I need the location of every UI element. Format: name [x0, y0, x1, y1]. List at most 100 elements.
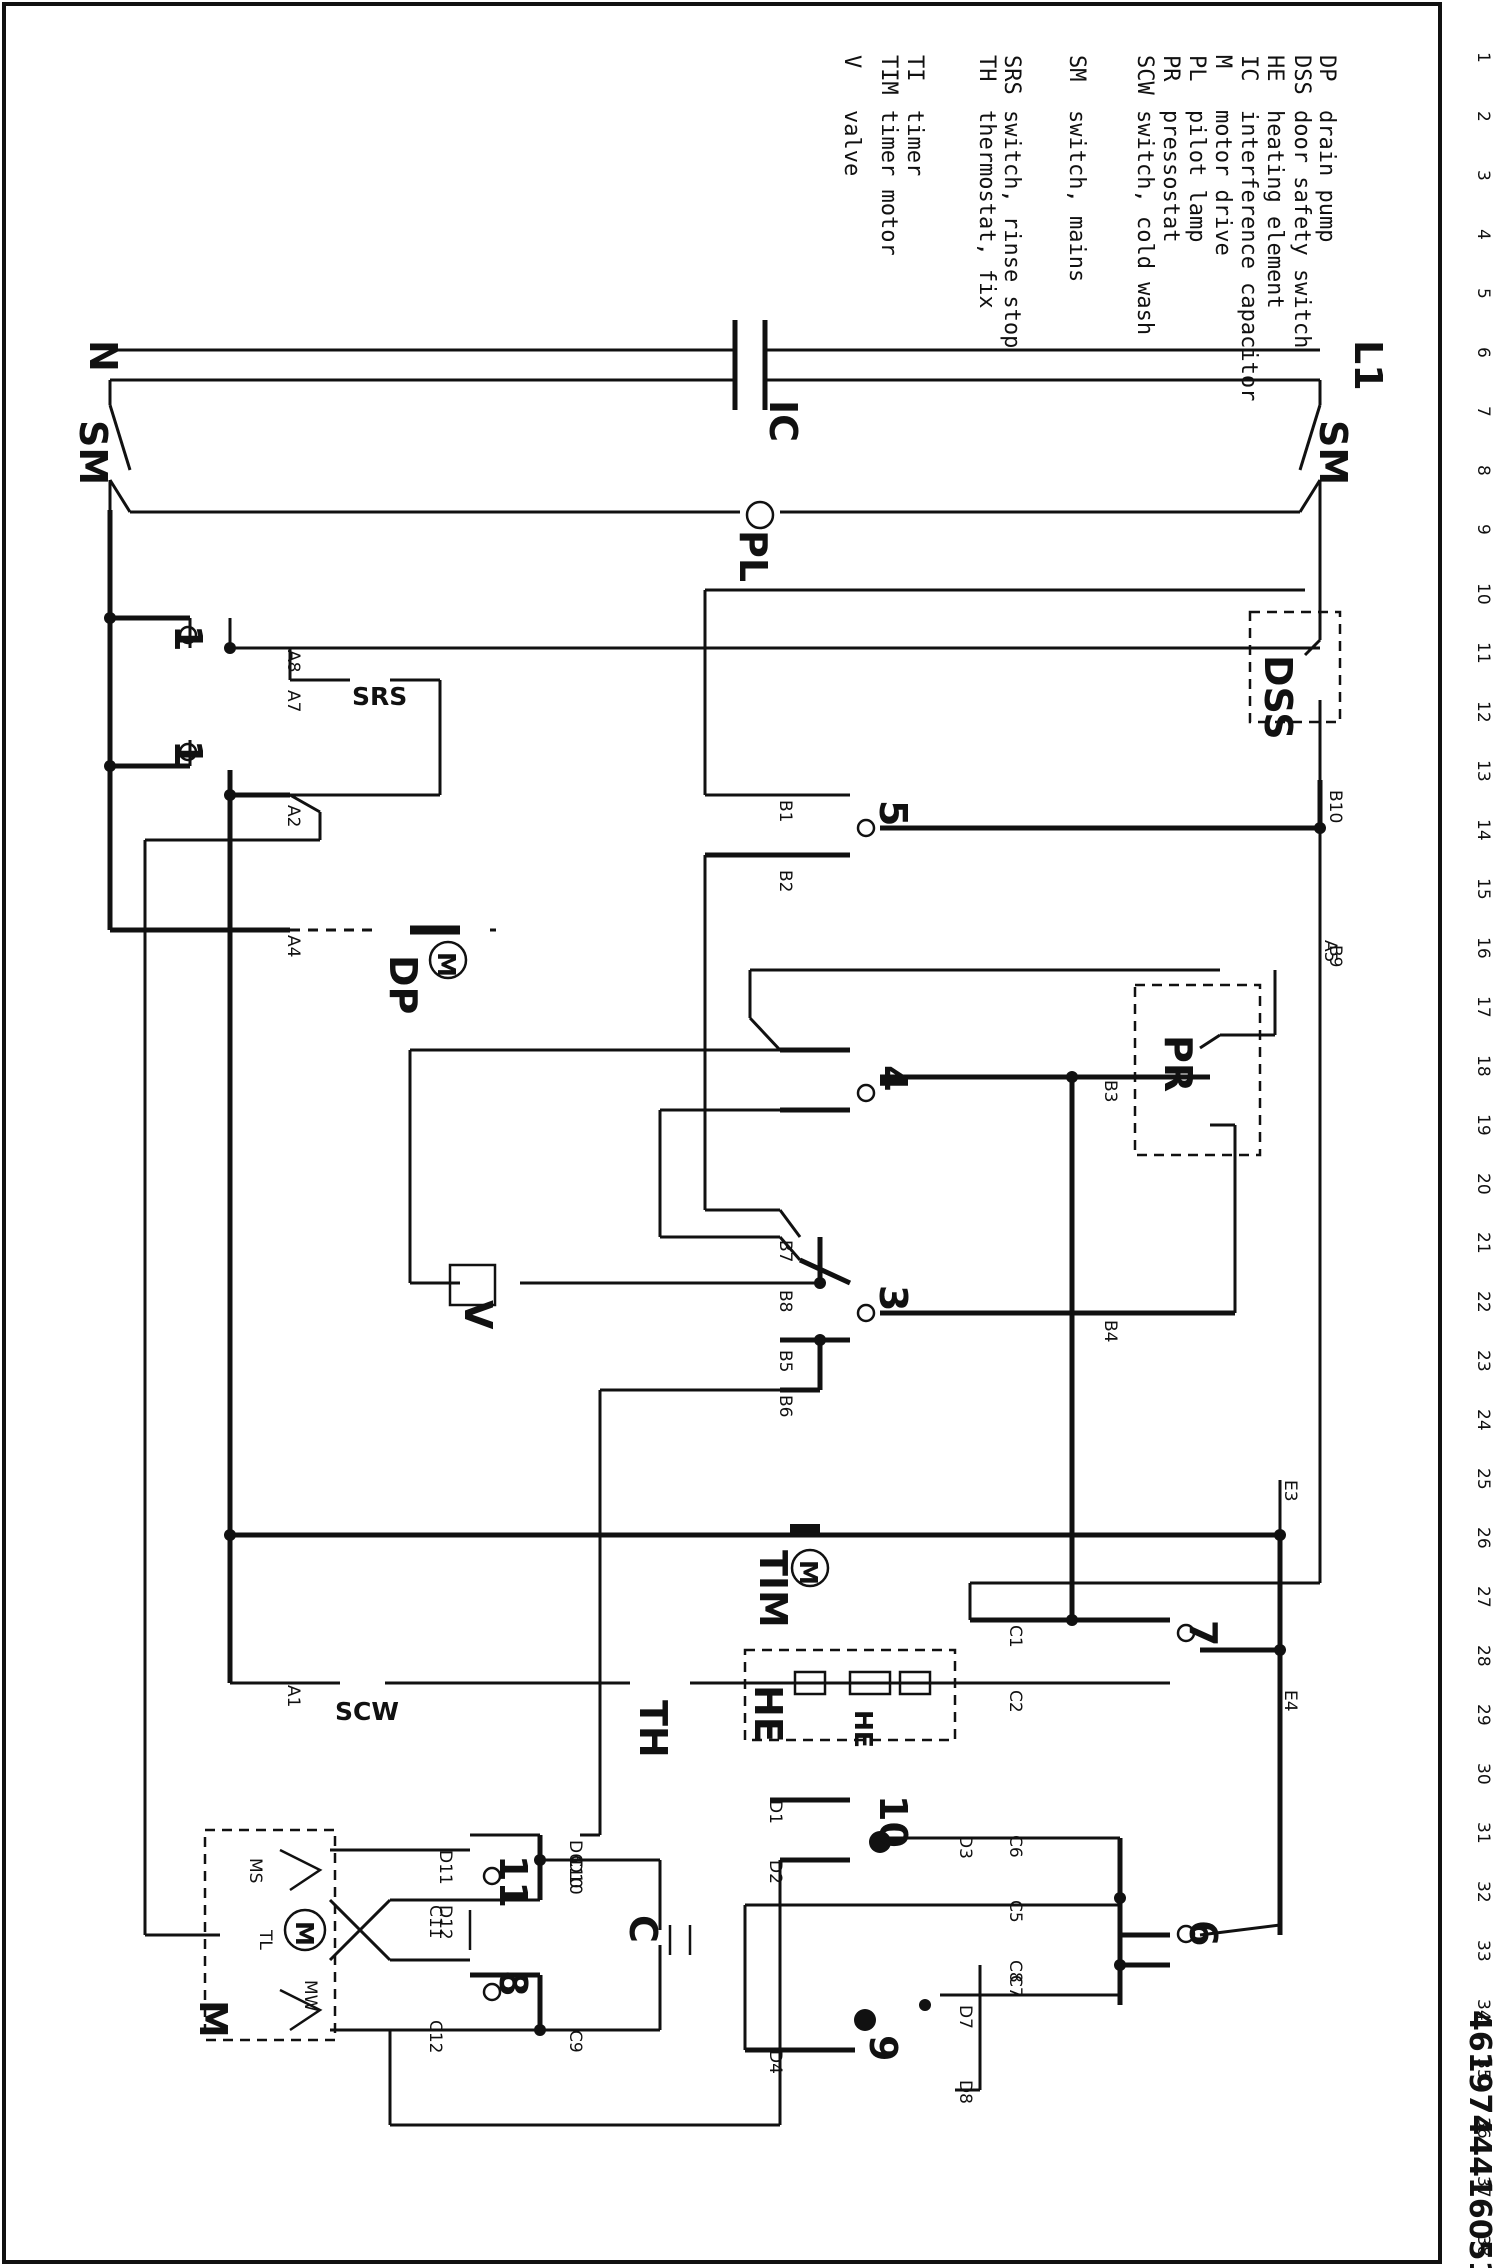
legend-text: door safety switch — [1289, 110, 1314, 348]
legend-code: TH — [974, 55, 999, 82]
sm-right-label: SM — [1311, 420, 1355, 485]
legend-text: pilot lamp — [1184, 110, 1209, 242]
legend-text: timer — [902, 110, 927, 176]
terminal-label: D7 — [955, 2005, 975, 2029]
ruler-number: 30 — [1473, 1763, 1493, 1785]
terminal-label: D1 — [765, 1800, 785, 1824]
v-label: V — [456, 1300, 500, 1330]
legend-text: heating element — [1262, 110, 1287, 309]
motor-symbols — [279, 500, 830, 2032]
ruler-number: 7 — [1473, 406, 1493, 417]
legend-text: switch, mains — [1064, 110, 1089, 282]
motor-m-icon — [283, 1908, 327, 1952]
dss-box — [1248, 610, 1342, 724]
terminal-label: B4 — [1100, 1320, 1120, 1342]
terminal-label: C12 — [425, 2020, 445, 2054]
terminal-label: D2 — [765, 1860, 785, 1884]
terminal-label: C10 — [565, 1855, 585, 1889]
timer-contact-number: 8 — [491, 1970, 535, 1996]
ruler-number: 29 — [1473, 1704, 1493, 1726]
legend-code: SRS — [999, 55, 1024, 95]
rail-l1-label: L1 — [1346, 340, 1390, 391]
legend-text: valve — [839, 110, 864, 176]
ruler-number: 38 — [1473, 2235, 1493, 2257]
dp-motor-icon — [428, 940, 468, 980]
sm-left-label: SM — [71, 420, 115, 485]
he-box — [743, 1648, 957, 1742]
terminal-label: B5 — [775, 1350, 795, 1372]
terminal-label: A1 — [283, 1685, 303, 1707]
timer-contact-number: 1 — [166, 740, 210, 766]
ms-label: MS — [245, 1858, 265, 1883]
ruler-number: 6 — [1473, 347, 1493, 358]
terminal-label: C9 — [565, 2030, 585, 2053]
ruler-number: 4 — [1473, 229, 1493, 240]
legend-text: interference capacitor — [1236, 110, 1261, 401]
legend-code: PR — [1158, 55, 1183, 82]
ruler-number: 12 — [1473, 701, 1493, 723]
terminal-label: D10 — [565, 1860, 585, 1895]
tim-motor-icon — [790, 1548, 830, 1588]
terminal-label: A2 — [283, 805, 303, 827]
he-elements — [793, 1670, 932, 1696]
terminal-label: D6 — [565, 1840, 585, 1864]
timer-contact-number: 6 — [1181, 1920, 1225, 1946]
timer-contact-number: 10 — [871, 1795, 915, 1848]
timer-contact-number: 3 — [871, 1285, 915, 1311]
valve-coil-icon — [448, 1263, 497, 1307]
tim-motor-symbol-label: M — [794, 1560, 823, 1585]
terminal-label: B6 — [775, 1395, 795, 1417]
dp-label: DP — [381, 955, 425, 1014]
terminal-label: A8 — [283, 650, 303, 672]
mw-label: MW — [300, 1980, 320, 2012]
ruler-number: 2 — [1473, 111, 1493, 122]
ruler-number: 37 — [1473, 2176, 1493, 2198]
legend-text: pressostat — [1158, 110, 1183, 242]
ruler-number: 21 — [1473, 1232, 1493, 1254]
ruler-number: 32 — [1473, 1881, 1493, 1903]
pl-label: PL — [731, 530, 775, 582]
timer-contact-number: 1 — [166, 625, 210, 651]
terminal-label: C1 — [1005, 1625, 1025, 1648]
timer-contact-number: 9 — [861, 2035, 905, 2061]
terminal-label: E3 — [1280, 1480, 1300, 1502]
tim-label: TIM — [751, 1550, 795, 1628]
terminal-label: D12 — [435, 1905, 455, 1940]
c-label: C — [621, 1915, 665, 1943]
terminal-label: C2 — [1005, 1690, 1025, 1713]
terminal-label: B10 — [1325, 790, 1345, 823]
legend-code: V — [839, 55, 864, 68]
grid-ruler: 1234567891011121314151617181920212223242… — [1473, 52, 1493, 2257]
ruler-number: 35 — [1473, 2058, 1493, 2080]
terminal-label: D4 — [765, 2050, 785, 2074]
legend-code: SCW — [1132, 55, 1157, 95]
legend-text: thermostat, fix — [974, 110, 999, 309]
legend-text: motor drive — [1210, 110, 1235, 256]
ruler-number: 17 — [1473, 996, 1493, 1018]
terminal-label: B7 — [775, 1240, 795, 1262]
legend-code: SM — [1064, 55, 1089, 82]
dashed-enclosures — [203, 610, 1342, 2042]
m-label: M — [191, 2000, 235, 2038]
ic-label: IC — [761, 400, 805, 442]
legend-code: DP — [1314, 55, 1339, 82]
ruler-number: 25 — [1473, 1468, 1493, 1490]
ruler-number: 9 — [1473, 524, 1493, 535]
he-box-label: HE — [746, 1685, 790, 1743]
ruler-number: 26 — [1473, 1527, 1493, 1549]
ruler-number: 24 — [1473, 1409, 1493, 1431]
timer-contact-number: 4 — [871, 1065, 915, 1091]
ruler-number: 15 — [1473, 878, 1493, 900]
pilot-lamp-icon — [745, 500, 775, 530]
terminal-label: D3 — [955, 1835, 975, 1859]
wiring — [107, 320, 1323, 2127]
motor-symbol-label: M — [290, 1921, 319, 1946]
ruler-number: 23 — [1473, 1350, 1493, 1372]
legend-text: switch, rinse stop — [999, 110, 1024, 348]
terminal-label: C5 — [1005, 1900, 1025, 1923]
tl-label: TL — [255, 1929, 275, 1950]
terminal-label: B9 — [1325, 945, 1345, 967]
terminal-label: B1 — [775, 800, 795, 822]
ruler-number: 28 — [1473, 1645, 1493, 1667]
legend-text: timer motor — [876, 110, 901, 256]
